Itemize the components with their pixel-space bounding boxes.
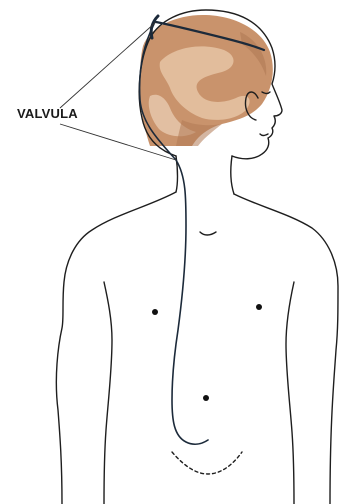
nipple-left bbox=[152, 309, 158, 315]
armpit-right bbox=[286, 282, 294, 504]
navel bbox=[203, 395, 209, 401]
valve-label: VALVULA bbox=[17, 106, 78, 121]
armpit-left bbox=[104, 282, 112, 504]
shoulder-left bbox=[56, 192, 176, 504]
pelvis-curve bbox=[172, 452, 242, 474]
face-mouth bbox=[260, 134, 268, 136]
neck-right bbox=[231, 156, 234, 194]
collarbone bbox=[200, 232, 216, 235]
nipple-right bbox=[256, 304, 262, 310]
